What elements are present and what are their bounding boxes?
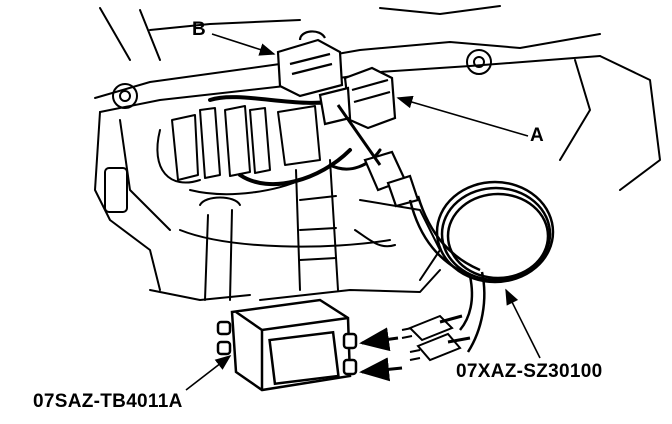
breakout-box-label: 07SAZ-TB4011A: [33, 391, 183, 412]
connector-b: [276, 30, 344, 98]
insert-arrows: [359, 327, 403, 382]
banana-plugs: [401, 314, 471, 362]
callout-b: B: [192, 19, 206, 40]
callout-a: A: [530, 125, 544, 146]
test-harness-label: 07XAZ-SZ30100: [456, 361, 603, 382]
breakout-box: [216, 298, 358, 392]
harness-plug: [336, 104, 420, 208]
test-harness-coil: [408, 180, 555, 353]
engine-bay-drawing: [94, 5, 661, 301]
leader-lines: [185, 33, 541, 391]
